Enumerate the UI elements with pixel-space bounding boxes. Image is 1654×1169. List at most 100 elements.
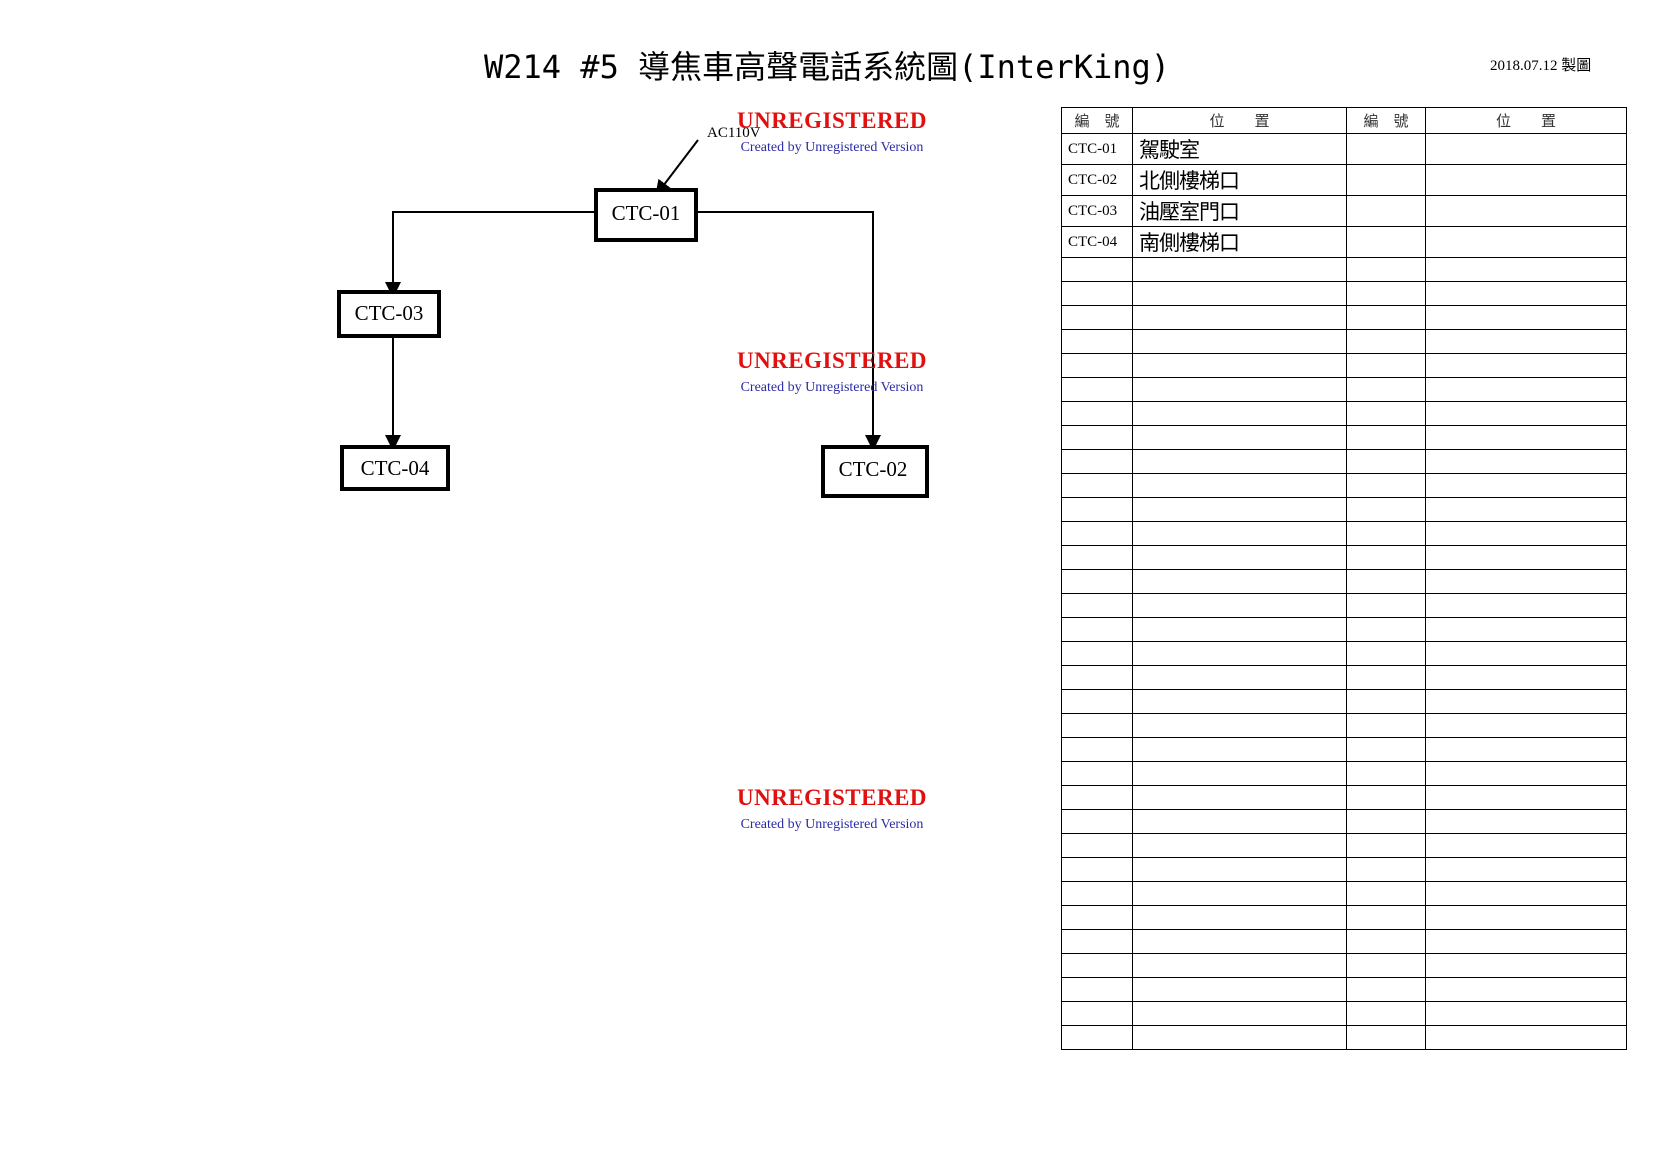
empty-cell: [1132, 449, 1347, 474]
empty-cell: [1061, 857, 1133, 882]
empty-cell: [1425, 929, 1627, 954]
empty-cell: [1061, 545, 1133, 570]
table-row-empty: [1061, 881, 1627, 906]
empty-cell: [1346, 257, 1426, 282]
empty-cell: [1132, 401, 1347, 426]
empty-cell: [1425, 377, 1627, 402]
system-diagram: CTC-01 CTC-03 CTC-04 CTC-02 AC110V: [337, 125, 929, 498]
table-row-empty: [1061, 569, 1627, 594]
empty-cell: [1132, 377, 1347, 402]
empty-cell: [1425, 329, 1627, 354]
empty-cell: [1132, 689, 1347, 714]
empty-cell: [1346, 929, 1426, 954]
empty-cell: [1061, 401, 1133, 426]
empty-cell: [1346, 353, 1426, 378]
header-code-2: 編 號: [1346, 107, 1426, 134]
empty-cell: [1425, 641, 1627, 666]
empty-cell: [1132, 521, 1347, 546]
table-row-empty: [1061, 593, 1627, 618]
empty-cell: [1425, 833, 1627, 858]
empty-cell: [1346, 226, 1426, 258]
node-label: CTC-04: [361, 456, 430, 480]
table-row-empty: [1061, 713, 1627, 738]
table-row: CTC-01 駕駛室: [1061, 133, 1627, 165]
empty-cell: [1425, 497, 1627, 522]
empty-cell: [1061, 641, 1133, 666]
empty-cell: [1061, 737, 1133, 762]
empty-cell: [1425, 881, 1627, 906]
empty-cell: [1061, 569, 1133, 594]
table-row-empty: [1061, 761, 1627, 786]
empty-cell: [1425, 617, 1627, 642]
row-code: CTC-03: [1061, 195, 1133, 227]
power-label: AC110V: [707, 125, 761, 141]
empty-cell: [1061, 329, 1133, 354]
watermark-sub: Created by Unregistered Version: [740, 140, 924, 155]
row-code: CTC-02: [1061, 164, 1133, 196]
empty-cell: [1346, 329, 1426, 354]
empty-cell: [1425, 305, 1627, 330]
table-row-empty: [1061, 665, 1627, 690]
empty-cell: [1132, 737, 1347, 762]
empty-cell: [1132, 713, 1347, 738]
empty-cell: [1425, 737, 1627, 762]
watermark-main: UNREGISTERED: [736, 108, 928, 133]
empty-cell: [1425, 1025, 1627, 1050]
table-row-empty: [1061, 353, 1627, 378]
empty-cell: [1346, 449, 1426, 474]
empty-cell: [1132, 545, 1347, 570]
empty-cell: [1346, 665, 1426, 690]
watermark: UNREGISTERED Created by Unregistered Ver…: [712, 108, 952, 156]
empty-cell: [1132, 425, 1347, 450]
empty-cell: [1425, 226, 1627, 258]
empty-cell: [1425, 977, 1627, 1002]
empty-cell: [1132, 569, 1347, 594]
table-row-empty: [1061, 737, 1627, 762]
empty-cell: [1346, 133, 1426, 165]
empty-cell: [1132, 953, 1347, 978]
empty-cell: [1346, 641, 1426, 666]
table-row-empty: [1061, 689, 1627, 714]
empty-cell: [1425, 857, 1627, 882]
empty-cell: [1061, 833, 1133, 858]
empty-cell: [1346, 953, 1426, 978]
drawing-date: 2018.07.12 製圖: [1490, 58, 1592, 74]
empty-cell: [1061, 689, 1133, 714]
empty-cell: [1346, 521, 1426, 546]
empty-cell: [1346, 1001, 1426, 1026]
empty-cell: [1061, 977, 1133, 1002]
empty-cell: [1132, 281, 1347, 306]
table-row: CTC-04 南側樓梯口: [1061, 226, 1627, 258]
empty-cell: [1346, 761, 1426, 786]
empty-cell: [1061, 521, 1133, 546]
row-location: 北側樓梯口: [1132, 164, 1347, 196]
watermark-sub: Created by Unregistered Version: [740, 380, 924, 395]
table-row-empty: [1061, 809, 1627, 834]
row-location: 駕駛室: [1132, 133, 1347, 165]
empty-cell: [1346, 881, 1426, 906]
empty-cell: [1132, 641, 1347, 666]
empty-cell: [1425, 425, 1627, 450]
table-row-empty: [1061, 857, 1627, 882]
row-code: CTC-04: [1061, 226, 1133, 258]
empty-cell: [1425, 761, 1627, 786]
empty-cell: [1346, 497, 1426, 522]
header-location-2: 位 置: [1425, 107, 1627, 134]
node-ctc-03: CTC-03: [337, 290, 441, 338]
empty-cell: [1346, 545, 1426, 570]
row-code: CTC-01: [1061, 133, 1133, 165]
connector-01-03: [385, 211, 595, 298]
header-code: 編 號: [1061, 107, 1133, 134]
node-ctc-02: CTC-02: [821, 445, 929, 498]
empty-cell: [1425, 545, 1627, 570]
watermark-main: UNREGISTERED: [736, 348, 928, 373]
empty-cell: [1061, 713, 1133, 738]
empty-cell: [1132, 929, 1347, 954]
empty-cell: [1425, 785, 1627, 810]
table-row-empty: [1061, 329, 1627, 354]
connector-01-02: [697, 211, 881, 451]
empty-cell: [1346, 425, 1426, 450]
empty-cell: [1061, 617, 1133, 642]
watermark-main: UNREGISTERED: [736, 785, 928, 810]
empty-cell: [1061, 881, 1133, 906]
